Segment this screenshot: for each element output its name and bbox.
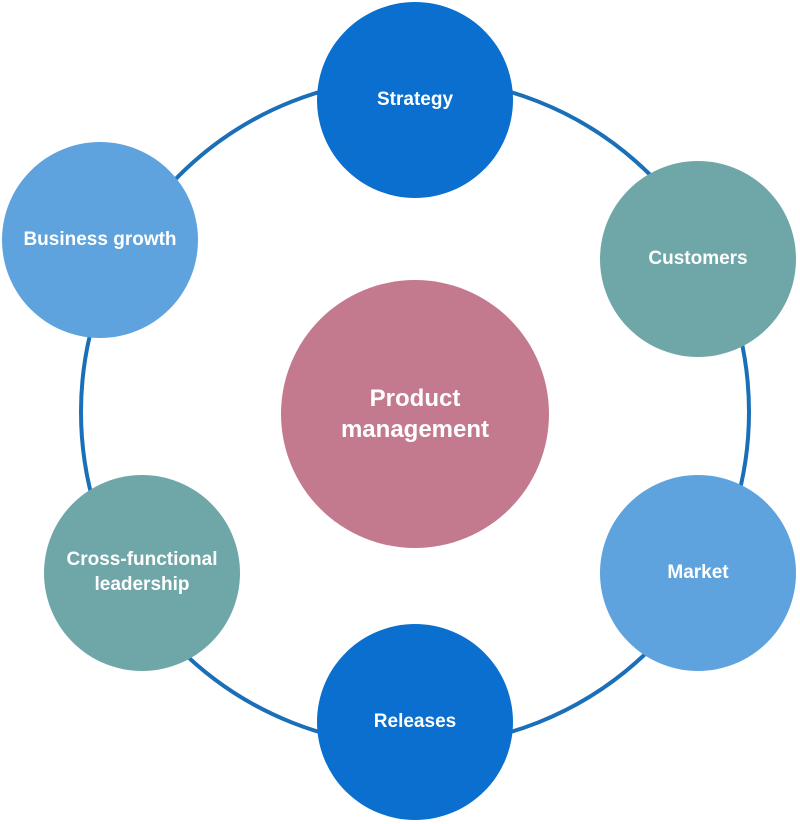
center-node-product-management: Product management (281, 280, 549, 548)
node-customers: Customers (600, 161, 796, 357)
node-strategy-label: Strategy (376, 88, 454, 110)
node-strategy: Strategy (317, 2, 513, 198)
node-releases-label: Releases (373, 710, 457, 732)
node-customers-label: Customers (648, 247, 748, 269)
node-cross-functional-leadership-label: Cross-functional leadership (66, 549, 218, 595)
node-releases: Releases (317, 624, 513, 820)
node-market: Market (600, 475, 796, 671)
node-cross-functional-leadership: Cross-functional leadership (44, 475, 240, 671)
center-node-label: Product management (340, 384, 490, 443)
node-market-label: Market (667, 561, 729, 583)
node-business-growth-label: Business growth (23, 228, 177, 250)
node-business-growth: Business growth (2, 142, 198, 338)
